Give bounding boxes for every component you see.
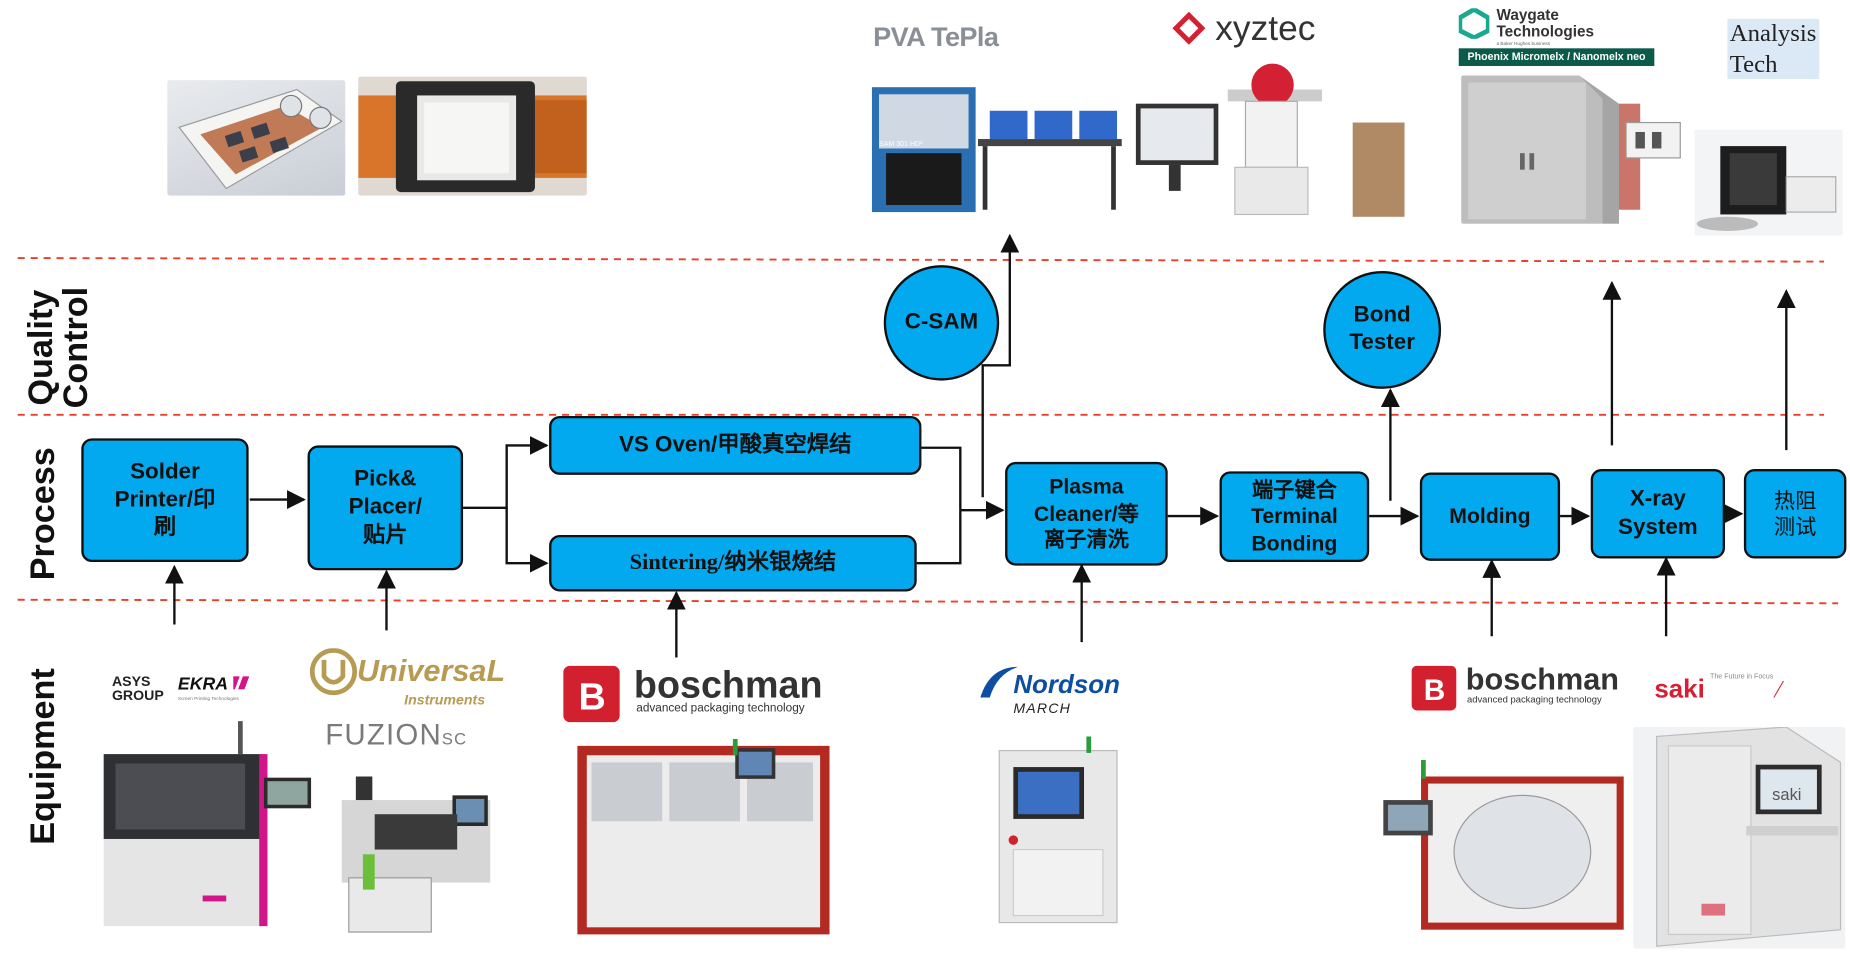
arrow-placer-to-sintering — [505, 507, 549, 573]
nordson-subtitle: MARCH — [1013, 699, 1072, 717]
svg-text:B: B — [579, 675, 606, 717]
ekra-slash-icon — [233, 676, 250, 690]
merge-sintering — [916, 510, 962, 565]
csam-equipment-photo: SAM 301 HD² — [870, 85, 1126, 217]
divider-top — [17, 257, 1825, 263]
pick-placer-photo — [339, 760, 492, 934]
plasma-cleaner-photo — [997, 736, 1120, 925]
xray-inspection-photo — [1461, 75, 1685, 224]
xyztec-logo: xyztec — [1172, 9, 1315, 49]
universal-name: UniversaL — [357, 652, 506, 689]
boschman2-name: boschman — [1465, 661, 1620, 697]
saki-subtitle: The Future in Focus — [1710, 673, 1774, 682]
fuzion-logo: FUZIONSC — [325, 719, 467, 753]
divider-bottom — [17, 598, 1839, 605]
step-plasma-cleaner[interactable]: Plasma Cleaner/等 离子清洗 — [1005, 461, 1168, 566]
ekra-name: EKRA — [177, 673, 229, 695]
boschman2-mark-icon: B — [1411, 665, 1457, 711]
saki-name: saki — [1654, 673, 1705, 704]
step-vs-oven[interactable]: VS Oven/甲酸真空焊结 — [549, 415, 922, 475]
csam-screen-label: SAM 301 HD² — [879, 141, 923, 148]
waygate-name-line2: Technologies — [1496, 22, 1595, 41]
merge-oven — [921, 446, 962, 511]
step-molding[interactable]: Molding — [1419, 472, 1561, 561]
ekra-logo: EKRA Screen Printing Technologies — [178, 674, 250, 701]
xyztec-name: xyztec — [1215, 9, 1316, 49]
zone-dividers — [17, 257, 1839, 605]
asys-name-line1: ASYS — [111, 672, 151, 690]
step-xray-system[interactable]: X-ray System — [1590, 468, 1726, 559]
analysis-tech-logo: Analysis Tech — [1727, 18, 1819, 80]
saki-screen-label: saki — [1772, 786, 1801, 804]
thermal-tester-photo — [1694, 129, 1843, 236]
xray-system-photo: saki — [1633, 727, 1846, 949]
power-module-photo — [167, 80, 346, 196]
asys-name-line2: GROUP — [111, 686, 164, 704]
step-sintering[interactable]: Sintering/纳米银烧结 — [549, 534, 917, 592]
step-pick-placer[interactable]: Pick& Placer/ 贴片 — [307, 445, 464, 571]
step-solder-printer[interactable]: Solder Printer/印 刷 — [81, 438, 249, 563]
zone-label-quality-control: Quality Control — [22, 286, 96, 409]
waygate-name-line1: Waygate — [1496, 5, 1559, 24]
nordson-swoosh-icon — [980, 666, 1019, 698]
pva-tepla-name: PVA TePla — [873, 21, 999, 52]
sintering-press-photo — [575, 738, 832, 937]
saki-logo: saki The Future in Focus — [1654, 673, 1799, 705]
screen-printer-photo — [99, 719, 316, 929]
molding-system-photo — [1379, 760, 1626, 931]
phoenix-product-bar: Phoenix Micromelx / Nanomelx neo — [1458, 48, 1655, 66]
arrow-placer-to-oven — [463, 435, 549, 510]
waygate-subtitle: a Baker Hughes business — [1496, 40, 1551, 46]
universal-mark-icon — [309, 648, 358, 696]
ekra-subtitle: Screen Printing Technologies — [177, 695, 239, 702]
step-thermal-resistance[interactable]: 热阻 测试 — [1743, 468, 1847, 559]
boschman2-subtitle: advanced packaging technology — [1466, 694, 1602, 705]
waygate-mark-icon — [1458, 8, 1490, 39]
bond-tester-photo — [1134, 61, 1407, 220]
nordson-name: Nordson — [1013, 669, 1120, 699]
svg-text:B: B — [1424, 674, 1446, 707]
zone-label-equipment: Equipment — [24, 668, 63, 845]
fuzion-name: FUZION — [325, 718, 442, 752]
step-terminal-bonding[interactable]: 端子键合 Terminal Bonding — [1219, 471, 1370, 563]
asys-group-logo: ASYS GROUP — [112, 674, 164, 702]
zone-label-process: Process — [24, 447, 63, 581]
universal-subtitle: Instruments — [404, 691, 486, 709]
sintered-die-photo — [358, 76, 587, 196]
boschman-name: boschman — [633, 663, 823, 706]
pva-tepla-logo: PVA TePla — [873, 21, 999, 53]
boschman-subtitle: advanced packaging technology — [636, 702, 805, 716]
xyztec-mark-icon — [1172, 11, 1206, 45]
qc-csam[interactable]: C-SAM — [883, 265, 1000, 381]
boschman-mark-icon: B — [563, 665, 620, 723]
qc-bond-tester[interactable]: Bond Tester — [1323, 271, 1442, 389]
arrow-to-csam-equipment — [981, 233, 1020, 498]
fuzion-subtitle: SC — [441, 729, 468, 749]
